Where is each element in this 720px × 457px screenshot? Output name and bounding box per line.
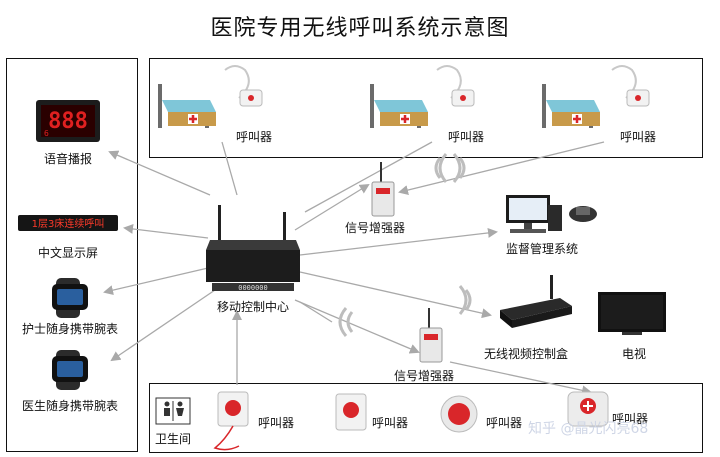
arrow-to-voice (108, 150, 211, 196)
arrow-from-caller-1 (221, 141, 238, 196)
caller-label-bottom-3: 呼叫器 (486, 416, 523, 430)
marquee-text: 1层3床连续呼叫 (32, 217, 105, 230)
mobile-control-center-device: 0000000 (206, 205, 300, 292)
led-digits: 888 (48, 109, 88, 134)
arrow-to-display (123, 223, 209, 239)
lower-repeater-label: 信号增强器 (394, 369, 455, 383)
upper-repeater-device (371, 162, 395, 217)
restroom-label: 卫生间 (155, 432, 192, 446)
bed-unit-3 (542, 65, 650, 128)
wireless-video-box-icon (500, 275, 572, 328)
restroom-sign-icon (155, 397, 191, 425)
wireless-signal-icon-2 (338, 285, 472, 337)
diagram-title: 医院专用无线呼叫系统示意图 (210, 16, 510, 41)
arrow-from-caller-2 (304, 141, 433, 213)
led-voice-display: 888 6 (36, 100, 100, 142)
lower-repeater-device (419, 308, 443, 363)
video-box-label: 无线视频控制盒 (484, 347, 569, 361)
caller-label-top-1: 呼叫器 (236, 130, 273, 144)
arrow-to-video-box (299, 271, 492, 319)
doctor-watch-label: 医生随身携带腕表 (21, 399, 119, 413)
arrow-from-caller-3 (398, 141, 605, 195)
watermark: 知乎 @晶光闪亮68 (528, 421, 649, 437)
arrow-to-doctor-watch (110, 289, 216, 362)
caller-label-bottom-2: 呼叫器 (372, 416, 409, 430)
caller-label-bottom-1: 呼叫器 (258, 416, 295, 430)
caller-label-top-3: 呼叫器 (620, 130, 657, 144)
bottom-panel (149, 383, 703, 453)
pull-cord-caller-icon (213, 391, 249, 451)
doctor-watch-icon (52, 350, 88, 390)
arrow-lower-to-center (299, 301, 333, 323)
monitor-system-label: 监督管理系统 (506, 242, 579, 256)
round-caller-icon (440, 395, 478, 433)
arrow-to-lower-repeater (294, 299, 420, 354)
voice-broadcast-label: 语音播报 (43, 152, 93, 166)
led-small-digit: 6 (44, 129, 49, 138)
top-panel (149, 58, 703, 158)
controller-panel-text: 0000000 (238, 284, 268, 292)
upper-repeater-label: 信号增强器 (345, 221, 406, 235)
nurse-watch-icon (52, 278, 88, 318)
tv-icon (598, 292, 666, 335)
arrow-to-nurse-watch (103, 267, 209, 296)
caller-label-bottom-4: 呼叫器 (612, 412, 649, 426)
control-center-label: 移动控制中心 (216, 300, 290, 314)
bed-unit-2 (370, 65, 475, 128)
left-panel (6, 58, 138, 452)
tv-label: 电视 (622, 347, 647, 361)
chinese-display-label: 中文显示屏 (37, 246, 99, 260)
bed-unit-1 (158, 65, 263, 128)
caller-label-top-2: 呼叫器 (448, 130, 485, 144)
monitoring-pc-icon (506, 195, 597, 233)
arrow-to-monitor (299, 227, 498, 256)
arrow-to-bottom-right (449, 361, 592, 396)
arrow-to-upper-repeater (294, 183, 370, 231)
wireless-signal-icon (434, 153, 466, 183)
desk-caller-icon (567, 391, 609, 427)
nurse-watch-label: 护士随身携带腕表 (21, 322, 119, 336)
wall-caller-icon (335, 393, 367, 431)
chinese-display-screen: 1层3床连续呼叫 (18, 215, 118, 231)
